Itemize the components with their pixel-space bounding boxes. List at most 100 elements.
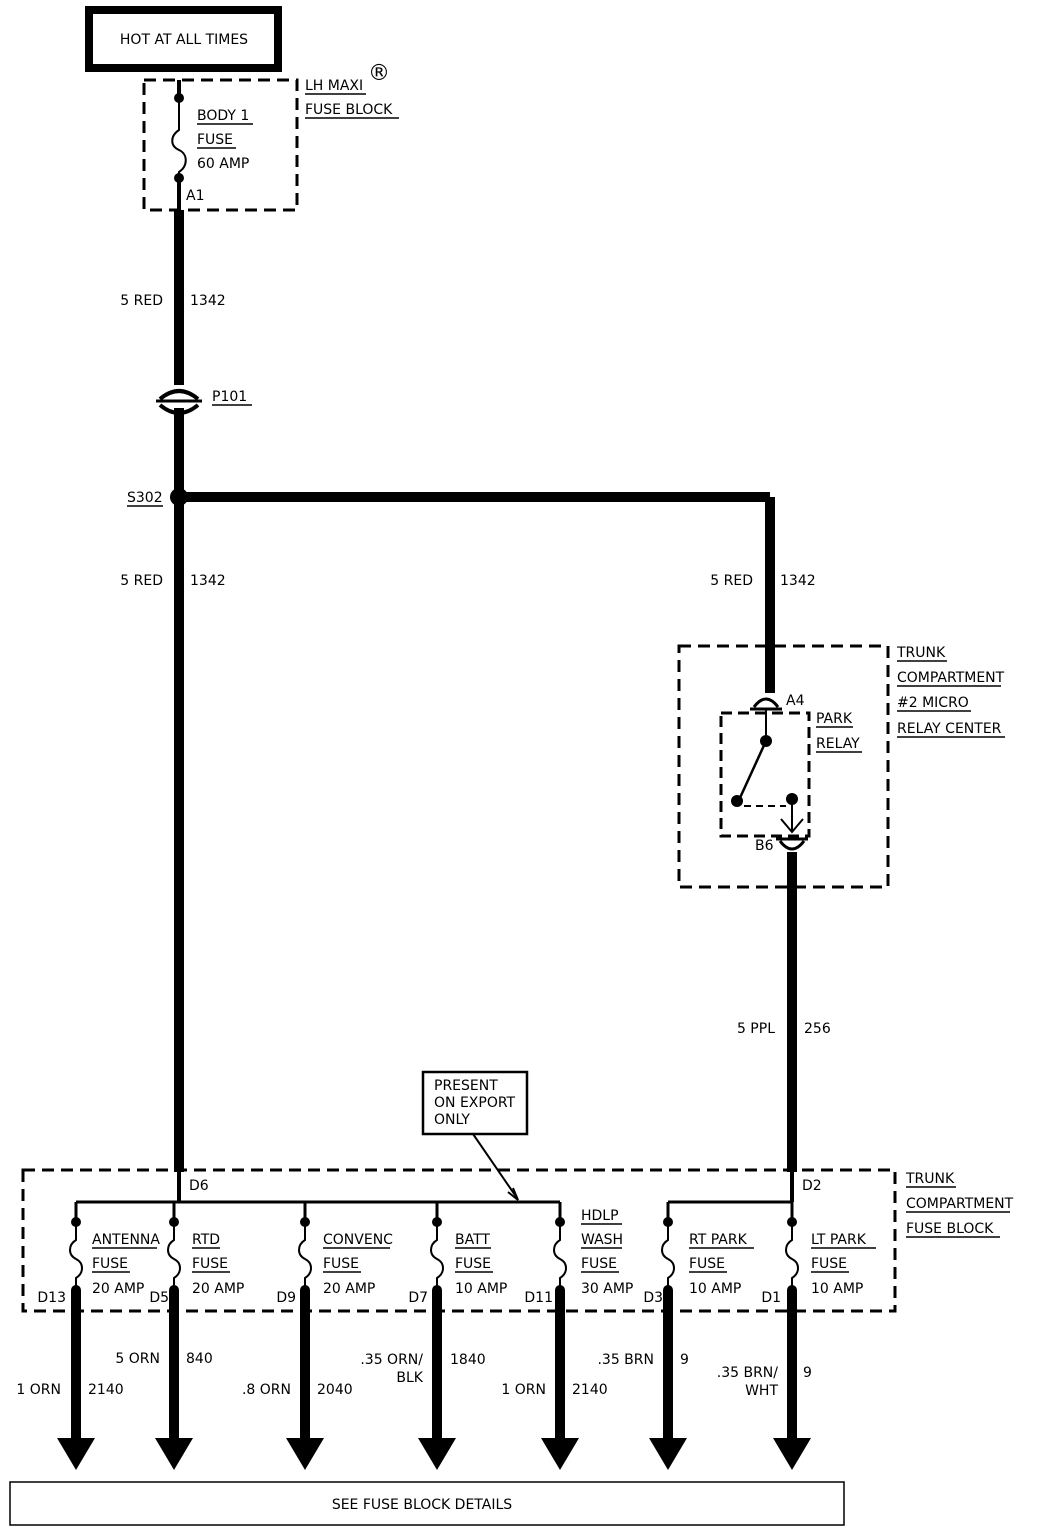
rt-park-fuse-line1: RT PARK: [689, 1232, 748, 1248]
relay-output-wire: 5 PPL 256: [737, 852, 831, 1172]
hdlp-wash-fuse-terminal: D11: [524, 1290, 553, 1306]
fuse-block-details-label: SEE FUSE BLOCK DETAILS: [332, 1497, 512, 1513]
batt-output-arrow: [418, 1438, 456, 1470]
convenc-wire-gauge-color: .8 ORN: [242, 1382, 291, 1398]
terminal-b6: B6: [755, 838, 774, 854]
rt-park-fuse-line2: FUSE: [689, 1256, 725, 1272]
output-wires: 1 ORN 2140 5 ORN 840 .8 ORN 2040 .35 ORN…: [16, 1290, 812, 1470]
maxi-fuse-rating: 60 AMP: [197, 156, 249, 172]
maxi-fuse-line1: BODY 1: [197, 108, 249, 124]
maxi-fuse-block-outline: [142, 78, 299, 212]
antenna-fuse-terminal: D13: [37, 1290, 66, 1306]
callout-line1: PRESENT: [434, 1078, 498, 1094]
park-relay-line1: PARK: [816, 711, 853, 727]
relay-center-name-line3: #2 MICRO: [897, 695, 969, 711]
trunk-fuse-block-name-line2: COMPARTMENT: [906, 1196, 1014, 1212]
rt-park-wire-circuit: 9: [680, 1352, 689, 1368]
p101-connector: P101: [156, 389, 252, 497]
p101-label: P101: [212, 389, 247, 405]
feed-wire-circuit-1: 1342: [190, 293, 226, 309]
s302-splice: S302: [127, 488, 775, 693]
maxi-fuse-line2: FUSE: [197, 132, 233, 148]
micro-relay-center: TRUNK COMPARTMENT #2 MICRO RELAY CENTER …: [677, 644, 1005, 889]
convenc-wire-circuit: 2040: [317, 1382, 353, 1398]
feed-wire-gauge-color-1: 5 RED: [120, 293, 163, 309]
convenc-fuse: CONVENC FUSE 20 AMP D9: [276, 1202, 393, 1306]
lt-park-fuse-line1: LT PARK: [811, 1232, 867, 1248]
body-1-fuse-symbol: [171, 98, 187, 178]
rtd-fuse-rating: 20 AMP: [192, 1281, 244, 1297]
batt-wire-circuit: 1840: [450, 1352, 486, 1368]
antenna-fuse: ANTENNA FUSE 20 AMP D13: [37, 1202, 160, 1306]
rtd-fuse: RTD FUSE 20 AMP D5: [149, 1202, 244, 1306]
trunk-fuse-block: TRUNK COMPARTMENT FUSE BLOCK D6 D2 ANTEN…: [21, 1168, 1014, 1313]
relay-feed-gauge-color: 5 RED: [710, 573, 753, 589]
maxi-block-name-line2: FUSE BLOCK: [305, 102, 393, 118]
bus-terminal-d6: D6: [189, 1178, 209, 1194]
registered-mark: ®: [368, 61, 390, 86]
antenna-fuse-rating: 20 AMP: [92, 1281, 144, 1297]
lt-park-output-arrow: [773, 1438, 811, 1470]
batt-wire-gauge-color-2: BLK: [396, 1370, 423, 1386]
rt-park-output-arrow: [649, 1438, 687, 1470]
convenc-output-arrow: [286, 1438, 324, 1470]
rtd-wire-circuit: 840: [186, 1351, 213, 1367]
batt-fuse-line2: FUSE: [455, 1256, 491, 1272]
relay-open-contact: [731, 795, 743, 807]
hdlp-wash-fuse-line2: WASH: [581, 1232, 623, 1248]
lt-park-wire-gauge-color: .35 BRN/: [717, 1365, 779, 1381]
lt-park-fuse-terminal: D1: [761, 1290, 781, 1306]
relay-center-name-line2: COMPARTMENT: [897, 670, 1005, 686]
rt-park-wire-gauge-color: .35 BRN: [597, 1352, 654, 1368]
feed-wire: 5 RED 1342: [120, 210, 226, 385]
rtd-output-arrow: [155, 1438, 193, 1470]
callout-line2: ON EXPORT: [434, 1095, 516, 1111]
hdlp-wash-output-arrow: [541, 1438, 579, 1470]
hdlp-wash-fuse: HDLP WASH FUSE 30 AMP D11: [524, 1202, 633, 1306]
callout-leader: [472, 1133, 518, 1199]
hdlp-wash-wire-gauge-color: 1 ORN: [501, 1382, 546, 1398]
rtd-fuse-line1: RTD: [192, 1232, 220, 1248]
antenna-output-arrow: [57, 1438, 95, 1470]
left-main-wire: 5 RED 1342: [120, 497, 226, 1172]
micro-relay-center-outline: [677, 644, 890, 889]
maxi-terminal-a1: A1: [186, 188, 204, 204]
convenc-fuse-line2: FUSE: [323, 1256, 359, 1272]
rtd-fuse-terminal: D5: [149, 1290, 169, 1306]
batt-wire-gauge-color: .35 ORN/: [360, 1352, 423, 1368]
antenna-wire-circuit: 2140: [88, 1382, 124, 1398]
antenna-wire-gauge-color: 1 ORN: [16, 1382, 61, 1398]
trunk-fuse-block-name-line1: TRUNK: [905, 1171, 955, 1187]
rt-park-fuse: RT PARK FUSE 10 AMP D3: [643, 1202, 754, 1306]
batt-fuse: BATT FUSE 10 AMP D7: [408, 1202, 507, 1306]
convenc-fuse-terminal: D9: [276, 1290, 296, 1306]
relay-center-name-line1: TRUNK: [896, 645, 946, 661]
relay-out-gauge-color: 5 PPL: [737, 1021, 775, 1037]
lt-park-wire-circuit: 9: [803, 1365, 812, 1381]
batt-fuse-terminal: D7: [408, 1290, 428, 1306]
rt-park-fuse-terminal: D3: [643, 1290, 663, 1306]
lt-park-fuse-rating: 10 AMP: [811, 1281, 863, 1297]
rtd-wire-gauge-color: 5 ORN: [115, 1351, 160, 1367]
lt-park-fuse-line2: FUSE: [811, 1256, 847, 1272]
lh-maxi-fuse-block: BODY 1 FUSE 60 AMP A1 LH MAXI ® FUSE BLO…: [142, 61, 399, 212]
feed-wire-circuit-2: 1342: [190, 573, 226, 589]
trunk-fuse-block-outline: [21, 1168, 897, 1313]
export-callout-box: [421, 1070, 529, 1136]
rtd-fuse-line2: FUSE: [192, 1256, 228, 1272]
lt-park-wire-gauge-color-2: WHT: [745, 1383, 778, 1399]
hdlp-wash-fuse-line1: HDLP: [581, 1208, 619, 1224]
convenc-fuse-rating: 20 AMP: [323, 1281, 375, 1297]
antenna-fuse-line1: ANTENNA: [92, 1232, 160, 1248]
feed-wire-gauge-color-2: 5 RED: [120, 573, 163, 589]
hdlp-wash-wire-circuit: 2140: [572, 1382, 608, 1398]
relay-center-name-line4: RELAY CENTER: [897, 721, 1002, 737]
power-source-label: HOT AT ALL TIMES: [120, 32, 248, 48]
park-relay-line2: RELAY: [816, 736, 860, 752]
relay-feed-circuit: 1342: [780, 573, 816, 589]
fuse-block-details-reference: SEE FUSE BLOCK DETAILS: [9, 1481, 845, 1526]
rt-park-fuse-rating: 10 AMP: [689, 1281, 741, 1297]
hdlp-wash-fuse-line3: FUSE: [581, 1256, 617, 1272]
hdlp-wash-fuse-rating: 30 AMP: [581, 1281, 633, 1297]
batt-fuse-line1: BATT: [455, 1232, 490, 1248]
